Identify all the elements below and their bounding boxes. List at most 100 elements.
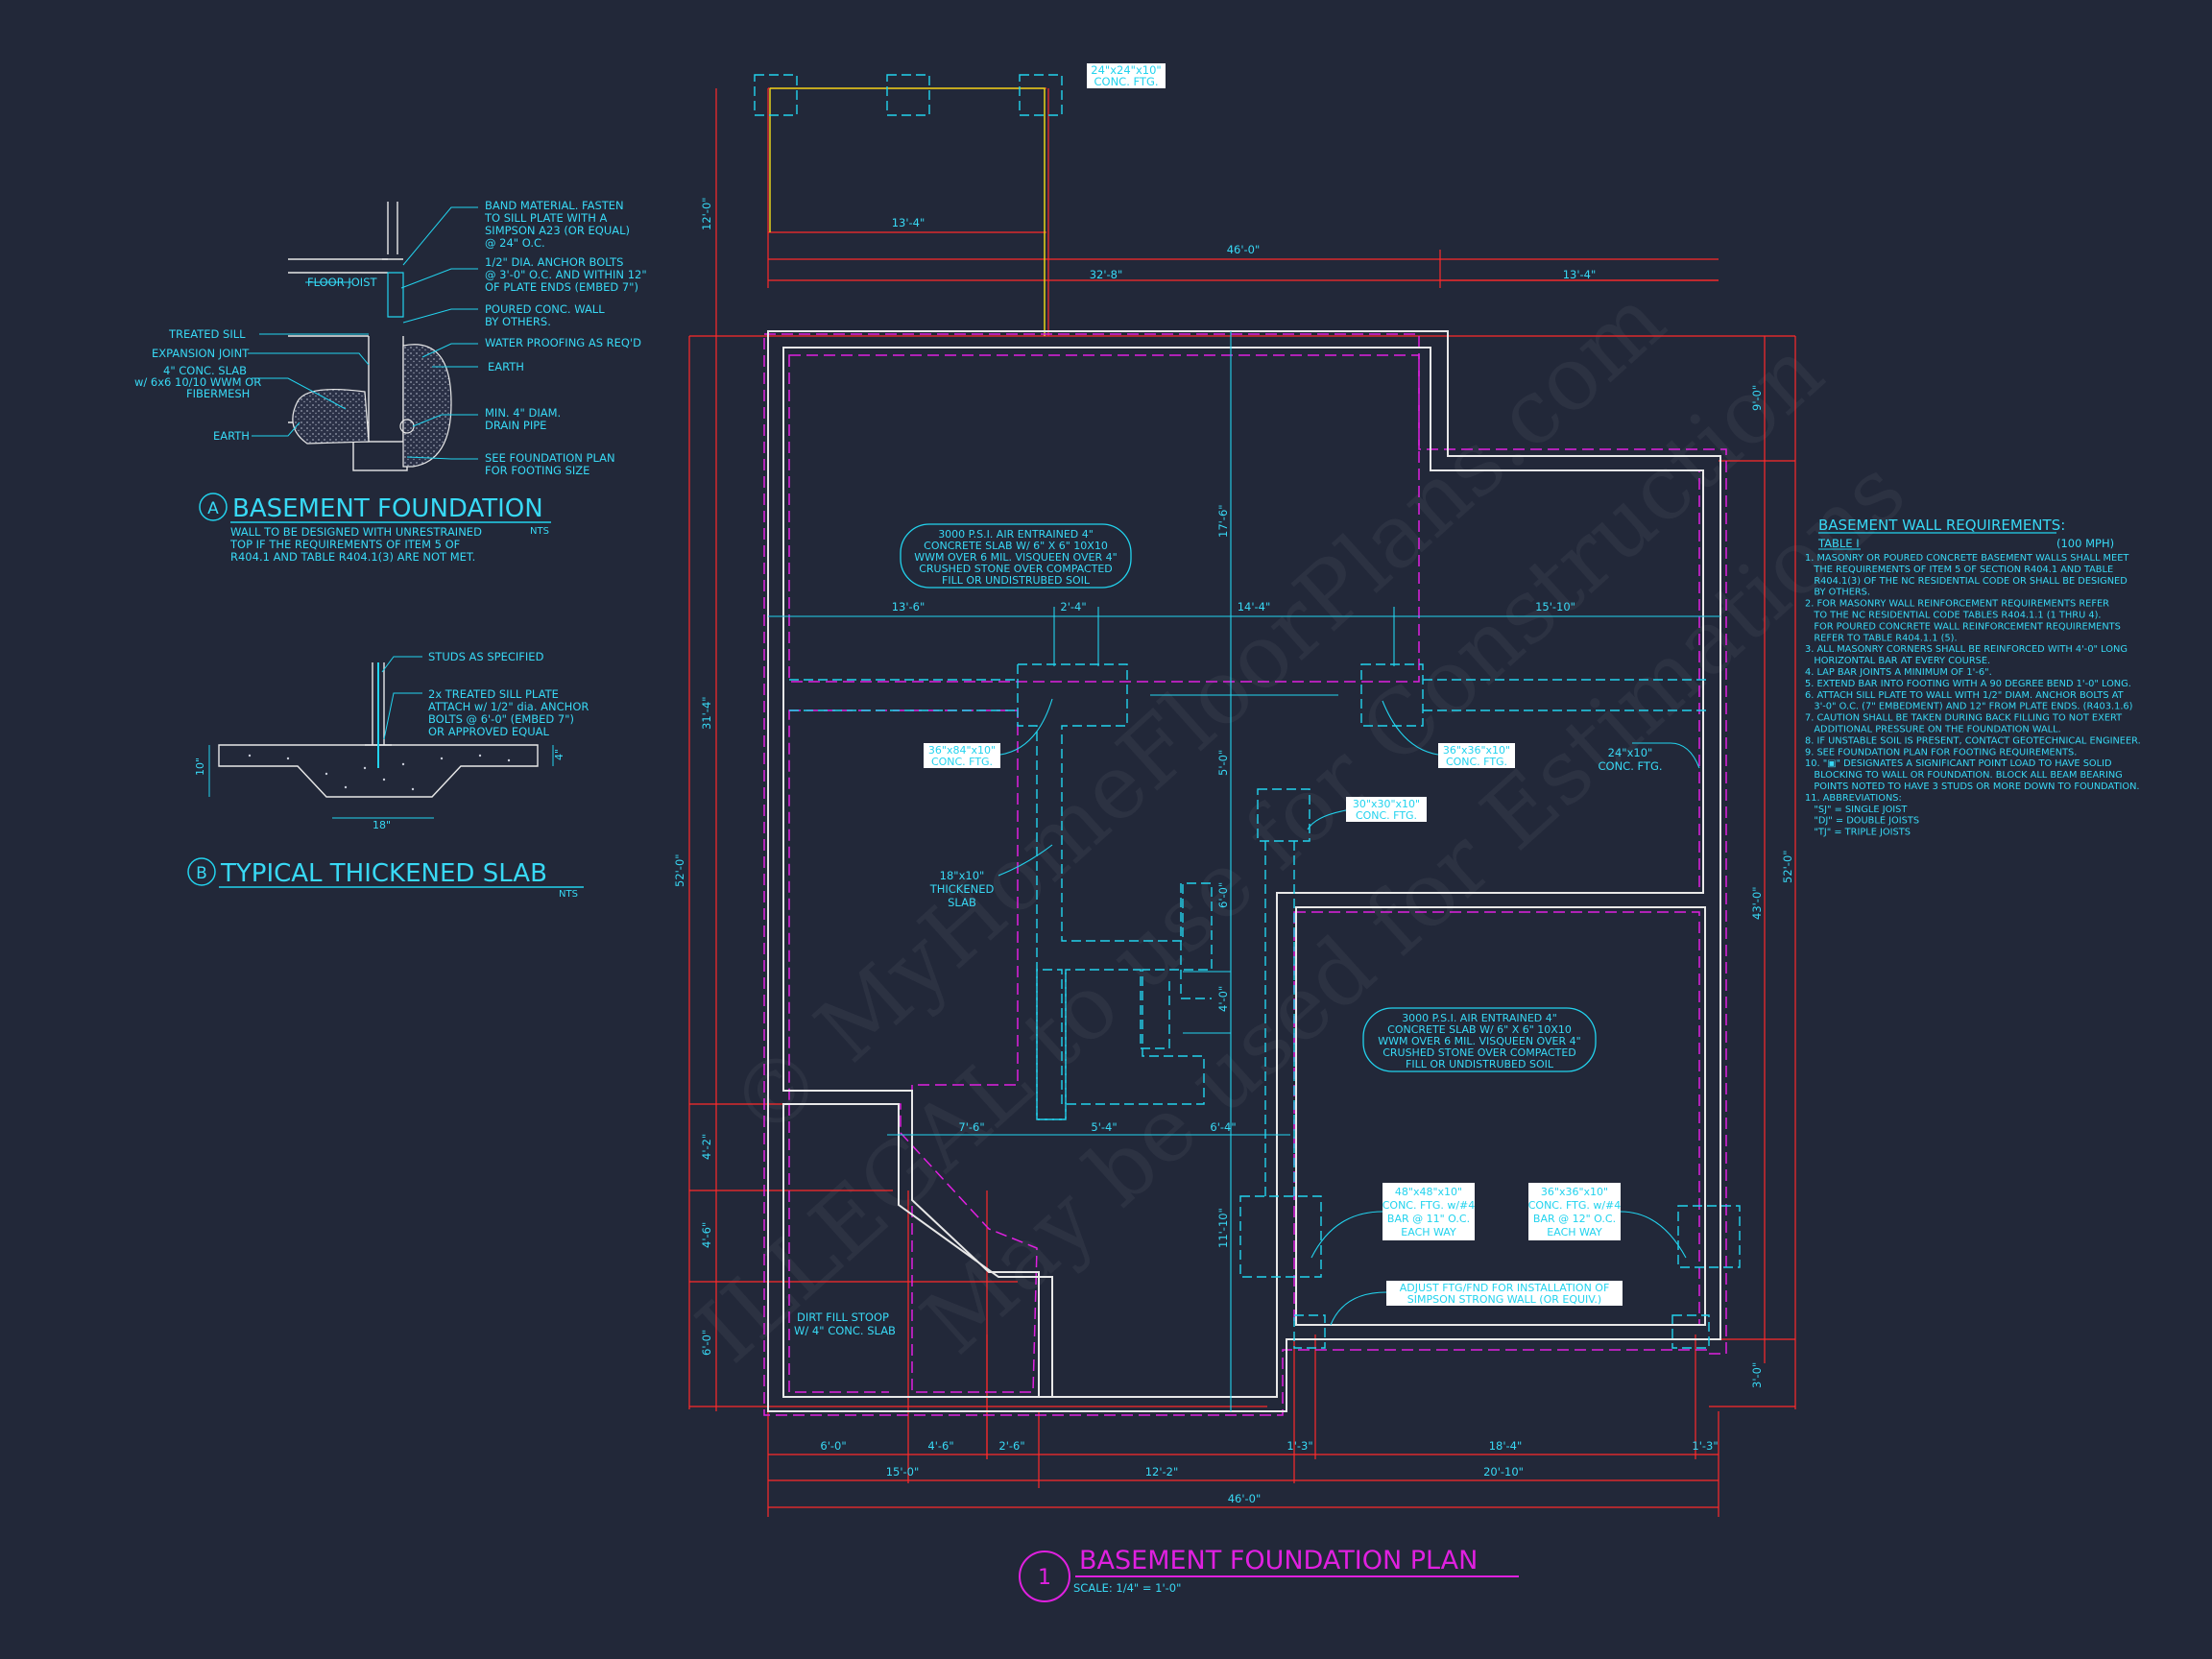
svg-text:WWM OVER 6 MIL. VISQUEEN OVER: WWM OVER 6 MIL. VISQUEEN OVER 4" [914, 551, 1117, 564]
svg-text:w/ 6x6 10/10 WWM OR: w/ 6x6 10/10 WWM OR [134, 375, 261, 389]
b-dim-width: 18" [373, 819, 391, 831]
ftg-label-4: 24"x10" [1608, 746, 1653, 759]
svg-text:CRUSHED STONE OVER COMPACTED: CRUSHED STONE OVER COMPACTED [919, 563, 1113, 575]
a-note: WALL TO BE DESIGNED WITH UNRESTRAINED [230, 525, 482, 539]
req-line: 5. EXTEND BAR INTO FOOTING WITH A 90 DEG… [1805, 679, 2131, 689]
svg-text:WWM OVER 6 MIL. VISQUEEN OVER: WWM OVER 6 MIL. VISQUEEN OVER 4" [1378, 1035, 1580, 1047]
svg-text:3000 P.S.I. AIR ENTRAINED 4": 3000 P.S.I. AIR ENTRAINED 4" [1402, 1012, 1557, 1024]
b-dim-height: 10" [194, 757, 206, 776]
req-title: BASEMENT WALL REQUIREMENTS: [1818, 517, 2065, 534]
a-drain-label: MIN. 4" DIAM. [485, 406, 561, 420]
wall-requirements: BASEMENT WALL REQUIREMENTS: TABLE I (100… [1805, 517, 2141, 838]
a-detail-bubble [199, 493, 228, 521]
a-see-plan-label: SEE FOUNDATION PLAN [485, 451, 615, 465]
slab-note-1: 3000 P.S.I. AIR ENTRAINED 4" CONCRETE SL… [900, 523, 1132, 589]
svg-text:CONC. FTG.: CONC. FTG. [1094, 75, 1158, 88]
svg-text:SIMPSON A23 (OR EQUAL): SIMPSON A23 (OR EQUAL) [485, 224, 630, 237]
req-line: 6. ATTACH SILL PLATE TO WALL WITH 1/2" D… [1805, 690, 2125, 701]
plan-title-number: 1 [1038, 1566, 1051, 1590]
req-line: 3. ALL MASONRY CORNERS SHALL BE REINFORC… [1805, 644, 2128, 655]
a-waterproofing-label: WATER PROOFING AS REQ'D [485, 336, 641, 349]
svg-text:CONC. FTG. w/#4: CONC. FTG. w/#4 [1382, 1199, 1476, 1212]
a-expansion-label: EXPANSION JOINT [152, 347, 250, 360]
svg-text:THICKENED: THICKENED [929, 882, 995, 896]
req-line: POINTS NOTED TO HAVE 3 STUDS OR MORE DOW… [1805, 781, 2140, 792]
req-line: 9. SEE FOUNDATION PLAN FOR FOOTING REQUI… [1805, 747, 2077, 757]
dim-left-6-0: 6'-0" [700, 1330, 713, 1356]
a-earth-left-label: EARTH [213, 429, 250, 443]
thickened-slab-label: 18"x10" [940, 869, 985, 882]
dimension-lines [688, 87, 1796, 1517]
dim-14-4: 14'-4" [1238, 600, 1271, 613]
a-detail-title: BASEMENT FOUNDATION [232, 494, 543, 523]
svg-text:DRAIN PIPE: DRAIN PIPE [485, 419, 546, 432]
dim-overall-top: 46'-0" [1227, 243, 1261, 256]
svg-text:BAR @ 12" O.C.: BAR @ 12" O.C. [1533, 1213, 1616, 1225]
svg-text:36"x36"x10": 36"x36"x10" [1443, 744, 1510, 757]
dim-left-4-6: 4'-6" [700, 1222, 713, 1248]
req-line: "TJ" = TRIPLE JOISTS [1805, 828, 1911, 838]
req-line: BLOCKING TO WALL OR FOUNDATION. BLOCK AL… [1805, 770, 2123, 781]
porch-ftg-size: 24"x24"x10" [1091, 63, 1161, 77]
req-line: 2. FOR MASONRY WALL REINFORCEMENT REQUIR… [1805, 599, 2109, 610]
dim-left-12-0: 12'-0" [700, 197, 713, 230]
slab-note-2: 3000 P.S.I. AIR ENTRAINED 4" CONCRETE SL… [1362, 1007, 1597, 1072]
dim-left-52-0: 52'-0" [673, 854, 686, 887]
dim-right-top: 13'-4" [1563, 268, 1597, 281]
b-detail-title: TYPICAL THICKENED SLAB [220, 859, 547, 888]
svg-text:FILL OR UNDISTRUBED SOIL: FILL OR UNDISTRUBED SOIL [942, 574, 1091, 587]
pad-footings [754, 74, 1741, 1349]
ftg-label-2: 36"x36"x10" CONC. FTG. [1438, 743, 1515, 768]
svg-text:CONC. FTG.: CONC. FTG. [1598, 759, 1662, 773]
svg-text:BAR @ 11" O.C.: BAR @ 11" O.C. [1387, 1213, 1470, 1225]
req-line: FOR POURED CONCRETE WALL REINFORCEMENT R… [1805, 621, 2121, 632]
req-line: BY OTHERS. [1805, 588, 1870, 598]
dim-15-10: 15'-10" [1535, 600, 1575, 613]
svg-text:FOR FOOTING SIZE: FOR FOOTING SIZE [485, 464, 589, 477]
b-nts: NTS [559, 889, 578, 900]
dim-bot-12-2: 12'-2" [1145, 1465, 1179, 1479]
dim-left-top: 32'-8" [1090, 268, 1123, 281]
dim-bot-18-4: 18'-4" [1489, 1439, 1523, 1453]
svg-text:BOLTS @ 6'-0" (EMBED 7"): BOLTS @ 6'-0" (EMBED 7") [428, 712, 574, 726]
dim-6-0: 6'-0" [1216, 882, 1230, 908]
dim-bot-1-3-a: 1'-3" [1286, 1439, 1312, 1453]
b-sill-label: 2x TREATED SILL PLATE [428, 687, 559, 701]
req-line: "DJ" = DOUBLE JOISTS [1805, 816, 1919, 827]
svg-text:FILL OR UNDISTRUBED SOIL: FILL OR UNDISTRUBED SOIL [1406, 1058, 1554, 1070]
svg-text:BY OTHERS.: BY OTHERS. [485, 315, 551, 328]
req-line: R404.1(3) OF THE NC RESIDENTIAL CODE OR … [1805, 576, 2128, 587]
svg-text:OR APPROVED EQUAL: OR APPROVED EQUAL [428, 725, 550, 738]
svg-text:36"x84"x10": 36"x84"x10" [928, 744, 996, 757]
svg-text:@ 3'-0" O.C. AND WITHIN 12": @ 3'-0" O.C. AND WITHIN 12" [485, 268, 647, 281]
watermark-line-2: ILLEGAL to use for Construction [678, 320, 1842, 1382]
req-line: REFER TO TABLE R404.1.1 (5). [1805, 633, 1958, 643]
a-poured-wall-label: POURED CONC. WALL [485, 302, 605, 316]
req-line: THE REQUIREMENTS OF ITEM 5 OF SECTION R4… [1805, 565, 2113, 575]
svg-text:CONCRETE SLAB W/ 6" X 6" 10X10: CONCRETE SLAB W/ 6" X 6" 10X10 [924, 540, 1108, 552]
b-detail-letter: B [196, 864, 207, 883]
svg-text:CONC. FTG. w/#4: CONC. FTG. w/#4 [1528, 1199, 1622, 1212]
dim-bot-46-0: 46'-0" [1228, 1492, 1262, 1505]
dim-bot-6-0: 6'-0" [820, 1439, 846, 1453]
dim-6-4: 6'-4" [1210, 1120, 1236, 1134]
b-studs-label: STUDS AS SPECIFIED [428, 650, 544, 663]
svg-text:CRUSHED STONE OVER COMPACTED: CRUSHED STONE OVER COMPACTED [1382, 1046, 1576, 1059]
svg-text:OF PLATE ENDS (EMBED 7"): OF PLATE ENDS (EMBED 7") [485, 280, 638, 294]
dim-right-52-0: 52'-0" [1781, 850, 1794, 883]
req-line: TO THE NC RESIDENTIAL CODE TABLES R404.1… [1805, 611, 2102, 621]
detail-b: STUDS AS SPECIFIED 2x TREATED SILL PLATE… [187, 650, 589, 900]
foundation-walls [767, 330, 1721, 1412]
a-nts: NTS [530, 526, 549, 537]
a-detail-letter: A [207, 499, 219, 518]
dim-2-4: 2'-4" [1060, 600, 1086, 613]
dim-7-6: 7'-6" [958, 1120, 984, 1134]
svg-text:CONC. FTG.: CONC. FTG. [931, 756, 993, 768]
svg-text:CONC. FTG.: CONC. FTG. [1446, 756, 1507, 768]
req-line: ADDITIONAL PRESSURE ON THE FOUNDATION WA… [1805, 725, 2061, 735]
req-line: 11. ABBREVIATIONS: [1805, 793, 1902, 804]
dim-bot-2-6: 2'-6" [998, 1439, 1024, 1453]
svg-text:EACH WAY: EACH WAY [1547, 1226, 1602, 1238]
req-line: "SJ" = SINGLE JOIST [1805, 805, 1908, 815]
b-dim-4: 4" [553, 749, 565, 760]
